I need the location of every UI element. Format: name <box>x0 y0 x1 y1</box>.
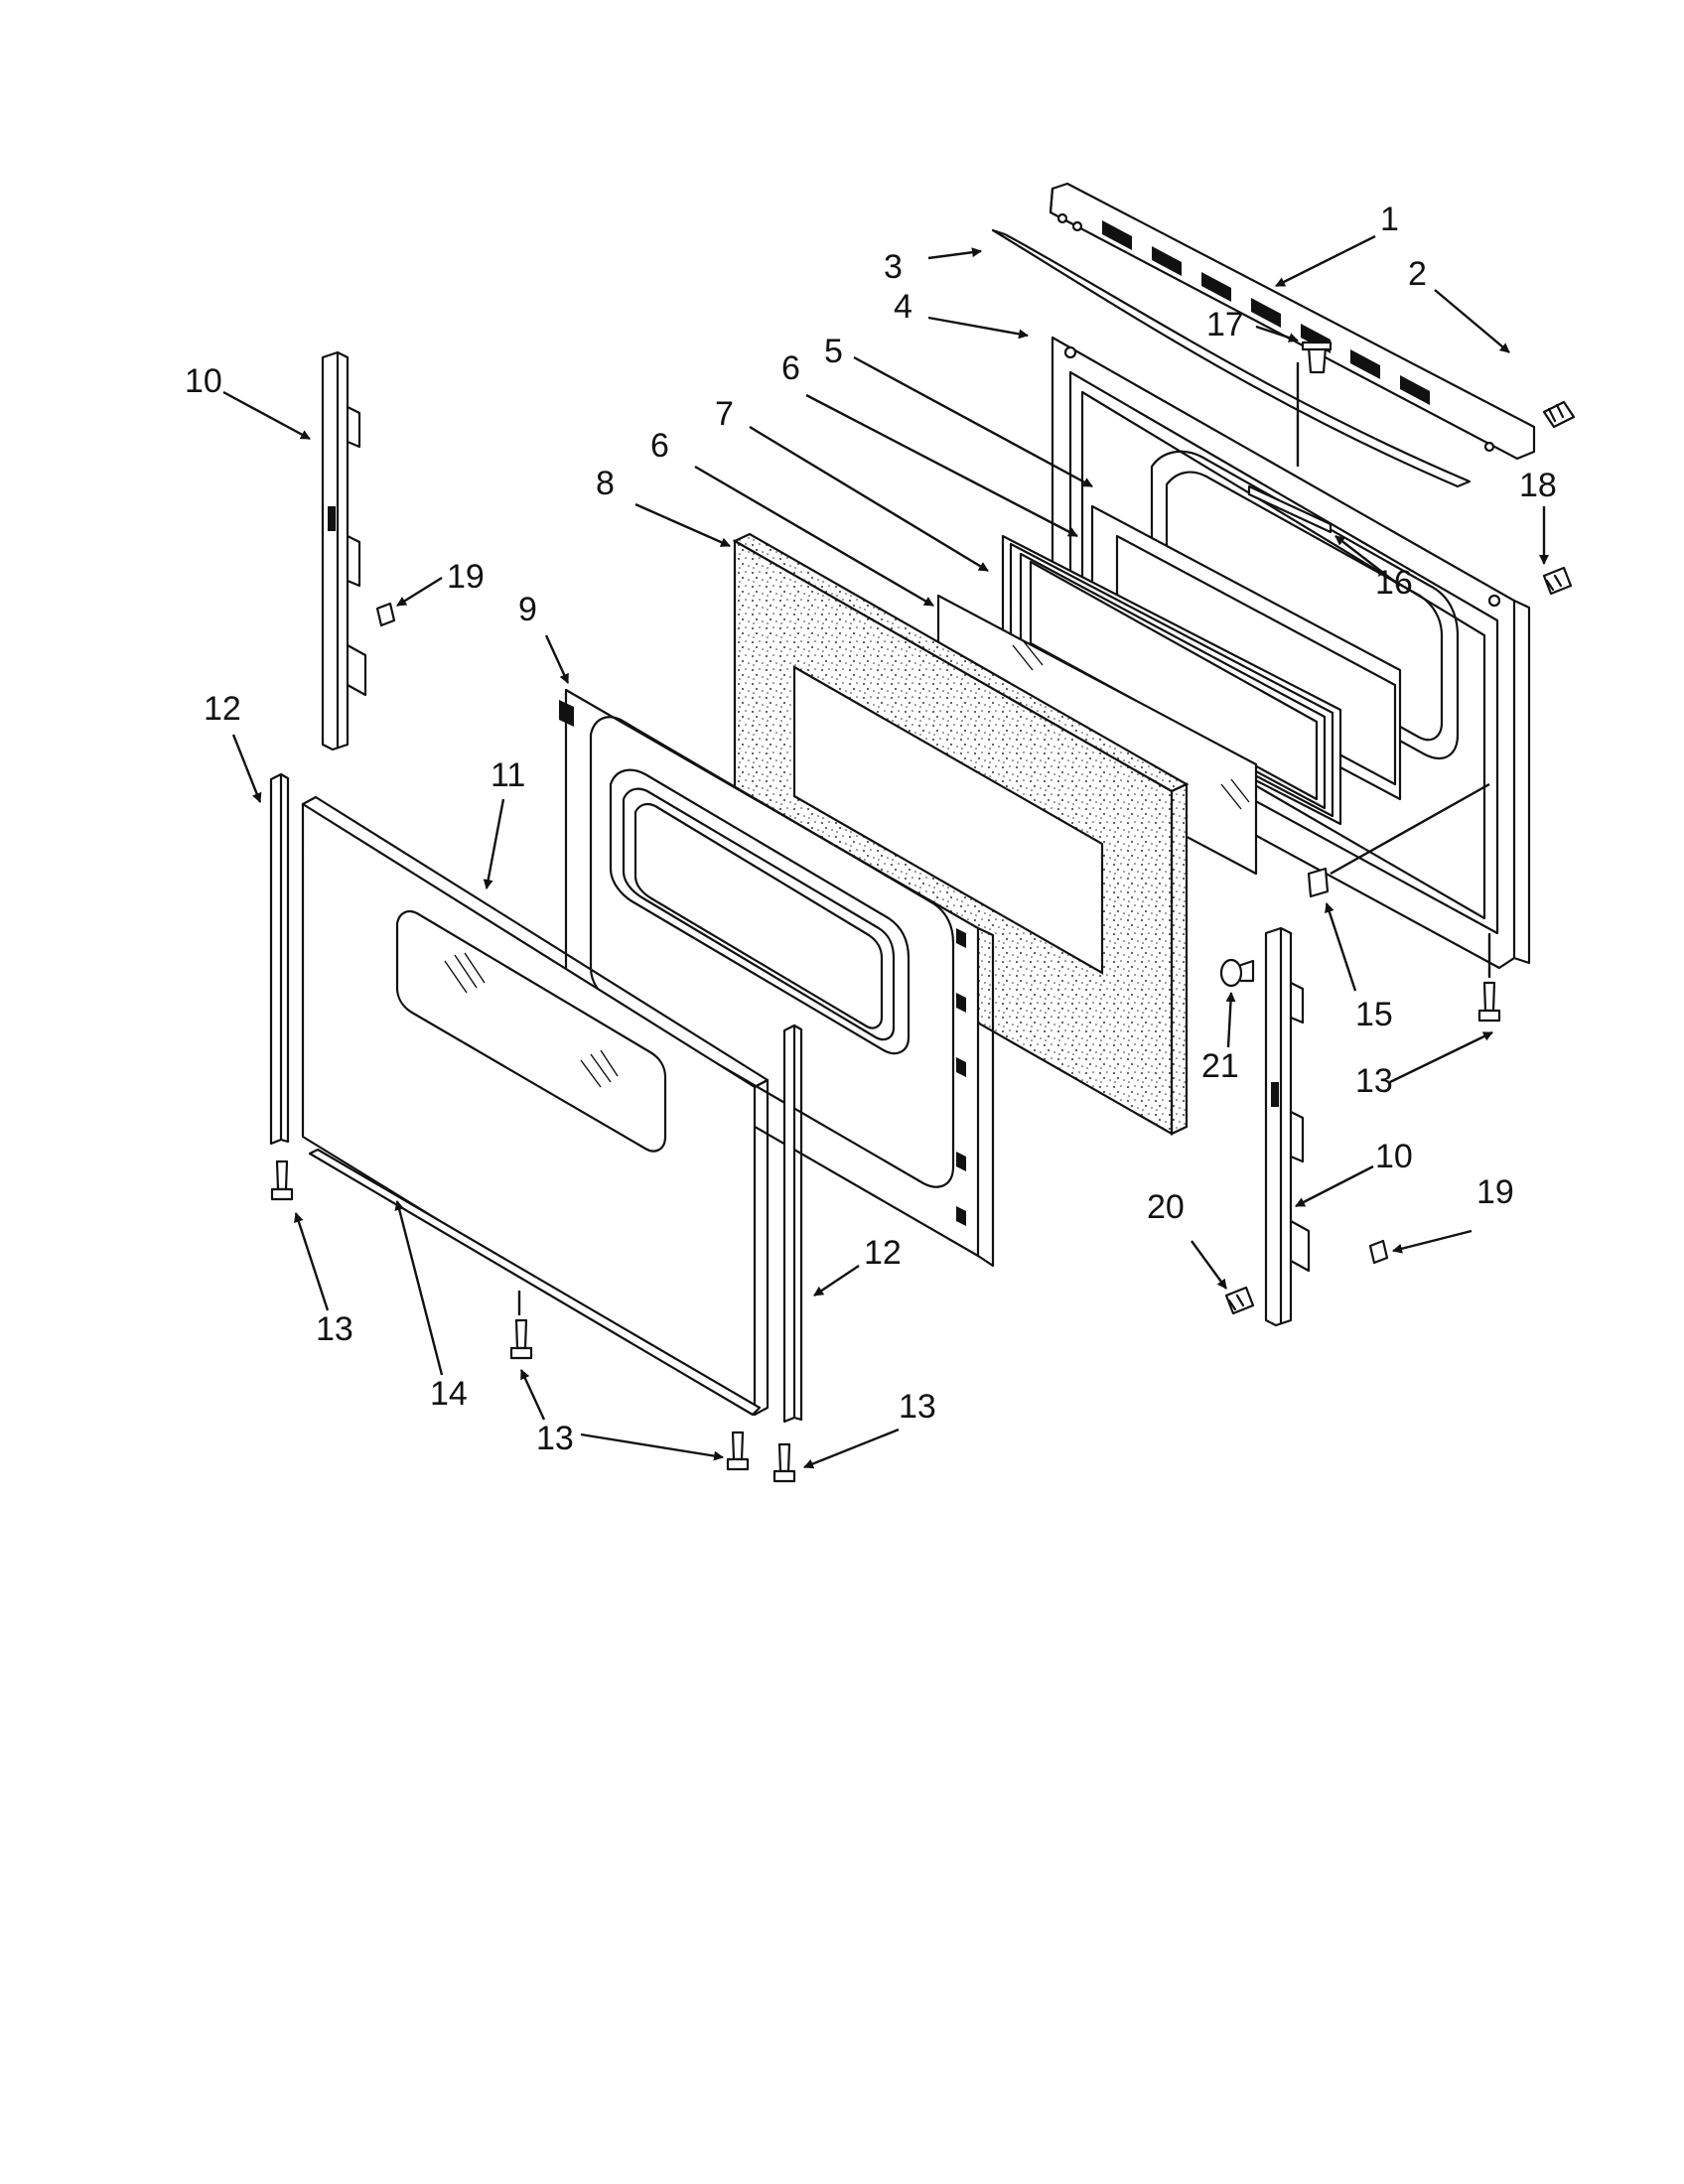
callout-4: 4 <box>894 288 912 326</box>
outer-door-glass-part <box>301 795 770 1417</box>
callout-8: 8 <box>596 465 615 502</box>
callout-11: 11 <box>491 756 525 794</box>
callout-19-left: 19 <box>447 558 485 596</box>
callout-5: 5 <box>824 333 843 370</box>
screw-17-part <box>1301 341 1333 374</box>
callout-13-mid: 13 <box>536 1420 574 1457</box>
side-trim-left-part <box>269 772 290 1146</box>
callout-13-bottom-right: 13 <box>899 1388 936 1426</box>
callout-17: 17 <box>1206 306 1244 343</box>
insulation-part <box>732 532 1190 1136</box>
callout-13-left: 13 <box>316 1310 353 1348</box>
screw-2-part <box>1542 400 1576 429</box>
screw-13-b-part <box>509 1318 533 1360</box>
callout-2: 2 <box>1408 255 1427 293</box>
hinge-channel-right-part <box>1264 926 1311 1327</box>
callout-13-right: 13 <box>1355 1062 1393 1100</box>
bottom-door-trim-part <box>308 1148 762 1417</box>
screw-13-a-part <box>270 1160 294 1201</box>
callout-9: 9 <box>518 591 537 628</box>
callout-18: 18 <box>1519 467 1557 504</box>
callout-16: 16 <box>1375 564 1413 602</box>
callout-12-left: 12 <box>204 690 241 728</box>
clip-15-part <box>1307 867 1330 898</box>
callout-6-upper: 6 <box>781 349 800 387</box>
callout-6-lower: 6 <box>650 427 669 465</box>
callout-3: 3 <box>884 248 903 286</box>
plug-21-part <box>1219 958 1255 988</box>
callout-labels: 1 2 3 4 5 6 7 6 8 9 10 19 12 11 17 18 16… <box>185 201 1557 1457</box>
door-trim-strip-part <box>991 228 1472 488</box>
callout-19-right: 19 <box>1476 1173 1514 1211</box>
bracket-16-part <box>1247 484 1333 534</box>
assembly-guide-lines <box>517 362 1491 1315</box>
screw-13-e-part <box>1477 981 1501 1023</box>
leader-arrows <box>222 234 1549 1469</box>
clip-19-right-part <box>1368 1239 1389 1265</box>
callout-10-left: 10 <box>185 362 222 400</box>
vent-trim-part <box>1049 182 1536 461</box>
glass-pack-frame-part <box>1001 534 1342 826</box>
callout-15: 15 <box>1355 996 1393 1033</box>
screw-20-part <box>1224 1286 1255 1315</box>
callout-12-right: 12 <box>864 1234 902 1272</box>
clip-19-left-part <box>375 602 396 627</box>
callout-7: 7 <box>715 395 734 433</box>
outer-door-frame-part <box>559 688 995 1268</box>
callout-21: 21 <box>1201 1047 1239 1085</box>
side-trim-right-part <box>782 1024 803 1424</box>
hinge-channel-left-part <box>321 350 367 751</box>
screw-18-part <box>1542 566 1573 596</box>
screw-13-d-part <box>772 1442 796 1483</box>
callout-1: 1 <box>1380 201 1399 238</box>
screw-13-c-part <box>726 1431 750 1471</box>
callout-10-right: 10 <box>1375 1138 1413 1175</box>
callout-14: 14 <box>430 1375 468 1413</box>
callout-20: 20 <box>1147 1188 1185 1226</box>
